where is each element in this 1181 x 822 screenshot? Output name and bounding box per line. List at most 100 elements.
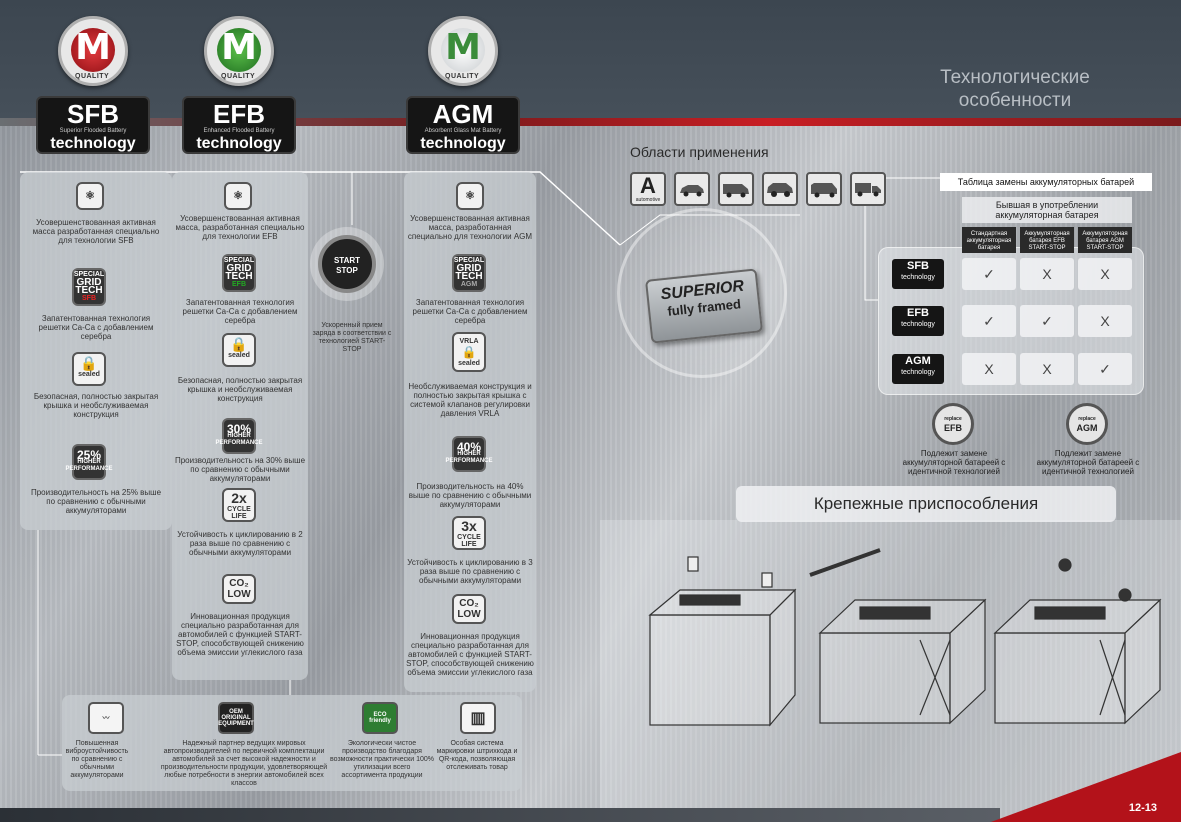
col-header-agm: Аккумуляторная батарея AGM START-STOP [1078,227,1132,253]
col-header-standard: Стандартная аккумуляторная батарея [962,227,1016,253]
header-accent-line [0,118,1181,126]
sfb-feature-4: Производительность на 25% выше по сравне… [30,488,162,515]
agm-feature-1: Усовершенствованная активная масса, разр… [407,214,533,241]
efb-feature-1: Усовершенствованная активная масса, разр… [175,214,305,241]
previous-battery-header: Бывшая в употреблении аккумуляторная бат… [962,197,1132,223]
strap-4 [1099,639,1126,716]
battery-2-body [819,632,951,724]
strap-2 [919,639,951,716]
page-number: 12-13 [1128,802,1157,814]
active-mass-icon: ⚛ [76,182,104,210]
battery-illustrations [648,548,1162,727]
col-header-efb: Аккумуляторная батарея EFB START-STOP [1020,227,1074,253]
battery-1-label [679,594,741,606]
sealed-lock-icon: 🔒sealed [72,352,106,386]
van-icon [718,172,754,206]
bottom-feature-4: Особая система маркировки штрихкода и QR… [436,740,518,771]
sealed-lock-icon: 🔒sealed [222,333,256,367]
active-mass-icon: ⚛ [456,182,484,210]
connector-1 [1058,558,1072,572]
agm-feature-4: Производительность на 40% выше по сравне… [408,482,532,509]
battery-1-side [769,588,796,727]
minibus-icon [806,172,842,206]
battery-2-side [949,598,986,725]
terminal-b [761,572,773,588]
cell-sfb-efb: X [1020,258,1074,290]
replace-agm-note: Подлежит замене аккумуляторной батареей … [1036,449,1140,476]
vibration-icon: 〰 [88,702,124,734]
sfb-feature-1: Усовершенствованная активная масса разра… [32,218,160,245]
cell-agm-efb: X [1020,353,1074,385]
connector-2 [1118,588,1132,602]
truck-icon [850,172,886,206]
bottom-features-panel [62,695,522,791]
replace-efb-note: Подлежит замене аккумуляторной батареей … [902,449,1006,476]
agm-feature-6: Инновационная продукция специально разра… [406,632,534,677]
efb-feature-3: Безопасная, полностью закрытая крышка и … [177,376,303,403]
battery-1-body [649,614,771,726]
cell-efb-efb: ✓ [1020,305,1074,337]
sfb-feature-2: Запатентованная технология решетки Ca-Ca… [38,314,154,341]
mounting-title: Крепежные приспособления [736,486,1116,522]
applications-title: Области применения [630,144,769,160]
hold-down-bar [809,548,881,577]
replacement-table-title: Таблица замены аккумуляторных батарей [940,173,1152,191]
cell-sfb-agm: X [1078,258,1132,290]
cell-agm-agm: ✓ [1078,353,1132,385]
active-mass-icon: ⚛ [224,182,252,210]
agm-feature-2: Запатентованная технология решетки Ca-Ca… [412,298,528,325]
page-corner [991,752,1181,822]
cell-sfb-standard: ✓ [962,258,1016,290]
efb-feature-4: Производительность на 30% выше по сравне… [174,456,306,483]
vrla-sealed-icon: VRLA🔒sealed [452,332,486,372]
car-icon [674,172,710,206]
bottom-feature-1: Повышенная виброустойчивость по сравнени… [65,740,129,779]
battery-3-body [994,632,1126,724]
agm-feature-3: Необслуживаемая конструкция и полностью … [408,382,532,418]
battery-2-label [859,606,931,620]
cell-efb-agm: X [1078,305,1132,337]
bottom-feature-2: Надежный партнер ведущих мировых автопро… [160,740,328,787]
battery-3-side [1124,598,1161,725]
cell-agm-standard: X [962,353,1016,385]
sfb-feature-3: Безопасная, полностью закрытая крышка и … [33,392,159,419]
terminal-a [687,556,699,572]
section-title: Технологические особенности [940,67,1090,111]
footer-bar [0,808,1000,822]
efb-feature-2: Запатентованная технология решетки Ca-Ca… [182,298,298,325]
battery-3-label [1034,606,1106,620]
suv-icon [762,172,798,206]
agm-feature-5: Устойчивость к циклированию в 3 раза выш… [407,558,533,585]
cell-efb-standard: ✓ [962,305,1016,337]
efb-feature-5: Устойчивость к циклированию в 2 раза выш… [177,530,303,557]
oem-icon: OEM ORIGINAL EQUIPMENT [218,702,254,734]
start-stop-caption: Ускоренный прием заряда в соответствии с… [312,322,392,353]
